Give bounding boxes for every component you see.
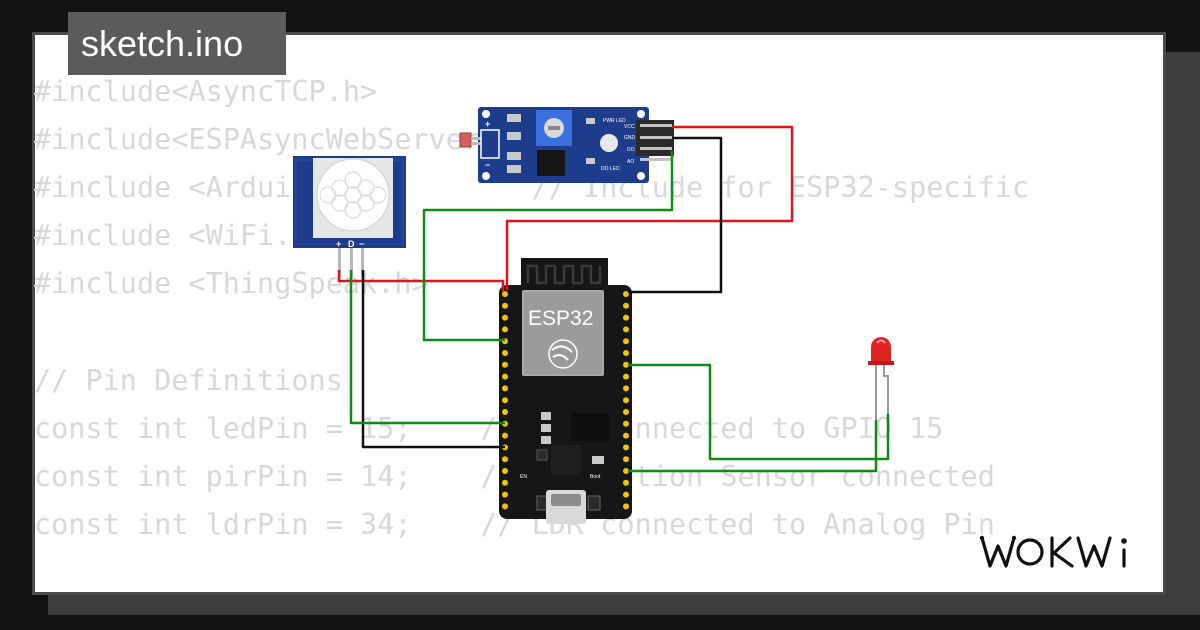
esp32-pin[interactable] (623, 409, 629, 415)
code-line: #include <Arduino.h> // Include for ESP3… (34, 171, 1030, 205)
esp32-pin[interactable] (502, 397, 508, 404)
wire-black-ldr-gnd (628, 136, 723, 294)
esp32-pin[interactable] (502, 491, 508, 498)
esp32-pin[interactable] (623, 479, 629, 486)
wire-green-led-anode (628, 363, 890, 461)
esp32-pin[interactable] (502, 432, 508, 439)
esp32-pin[interactable] (502, 373, 508, 380)
esp32-pin[interactable] (502, 479, 508, 486)
esp32-pin[interactable] (623, 302, 629, 309)
esp32-pin[interactable] (623, 385, 629, 392)
code-line: #include<AsyncTCP.h> (34, 75, 378, 108)
esp32-pin[interactable] (502, 456, 508, 463)
code-line: #include<ESPAsyncWebServer.h> (34, 123, 532, 157)
esp32-pin[interactable] (502, 468, 508, 474)
do-led-label: DO LED (601, 166, 620, 172)
wire-red-pir-vcc (337, 270, 505, 292)
esp32-pin[interactable] (623, 432, 629, 439)
esp32-pin[interactable] (623, 468, 629, 474)
esp32-pin[interactable] (502, 361, 508, 368)
code-line: #include <ThingSpeak.h> (34, 267, 429, 301)
esp32-pin[interactable] (623, 314, 629, 321)
wire-green-ldr-ao (422, 151, 674, 342)
ldr-module[interactable]: + − PWR LED DO LED VCC GND DO AO (459, 107, 674, 183)
esp32-label: ESP32 (528, 307, 593, 330)
esp32-pin[interactable] (623, 326, 629, 333)
esp32-pin[interactable] (502, 314, 508, 321)
esp32-pin[interactable] (502, 409, 508, 415)
esp32-pin[interactable] (623, 456, 629, 463)
esp32-pin[interactable] (502, 326, 508, 333)
red-led[interactable] (868, 337, 894, 420)
svg-text:EN: EN (520, 474, 527, 480)
esp32-pin[interactable] (502, 385, 508, 392)
code-line: // Pin Definitions (34, 363, 343, 397)
svg-text:Boot: Boot (590, 474, 601, 480)
esp32-pin[interactable] (502, 291, 508, 297)
esp32-pin[interactable] (623, 503, 629, 510)
pir-motion-sensor[interactable]: + D − (293, 156, 406, 278)
esp32-pin[interactable] (623, 361, 629, 368)
wokwi-logo (979, 535, 1127, 568)
file-tab[interactable]: sketch.ino (68, 12, 286, 75)
code-background: #include<AsyncTCP.h> #include<ESPAsyncWeb… (34, 68, 1029, 549)
espressif-logo-icon (548, 339, 578, 369)
wire-red-ldr-vcc (505, 125, 794, 290)
esp32-pin[interactable] (623, 444, 629, 451)
ldr-pin-ao-label: AO (627, 159, 634, 165)
esp32-pin[interactable] (502, 350, 508, 356)
ldr-plus-label: + (485, 119, 490, 129)
esp32-pin[interactable] (623, 420, 629, 427)
esp32-board[interactable]: ESP32 Boot EN (499, 258, 632, 524)
pwr-led-label: PWR LED (603, 118, 626, 124)
wire-black-pir-gnd (361, 270, 505, 449)
esp32-pin[interactable] (623, 397, 629, 404)
pir-pin-vcc-label: + (336, 239, 341, 249)
ldr-minus-label: − (485, 160, 490, 170)
pir-pin-data-label: D (348, 239, 355, 249)
pir-pin-gnd-label: − (359, 239, 364, 249)
ldr-pin-gnd-label: GND (624, 135, 636, 141)
esp32-pin[interactable] (623, 491, 629, 498)
esp32-pin[interactable] (623, 291, 629, 297)
wire-green-led-cathode (628, 420, 878, 473)
esp32-pin[interactable] (623, 373, 629, 380)
ldr-pin-do-label: DO (627, 147, 635, 153)
wire-green-pir-data (349, 270, 505, 425)
esp32-pin[interactable] (502, 302, 508, 309)
ldr-pin-vcc-label: VCC (624, 124, 635, 130)
esp32-pin[interactable] (623, 338, 629, 345)
esp32-pin[interactable] (623, 350, 629, 356)
esp32-pin[interactable] (502, 503, 508, 510)
